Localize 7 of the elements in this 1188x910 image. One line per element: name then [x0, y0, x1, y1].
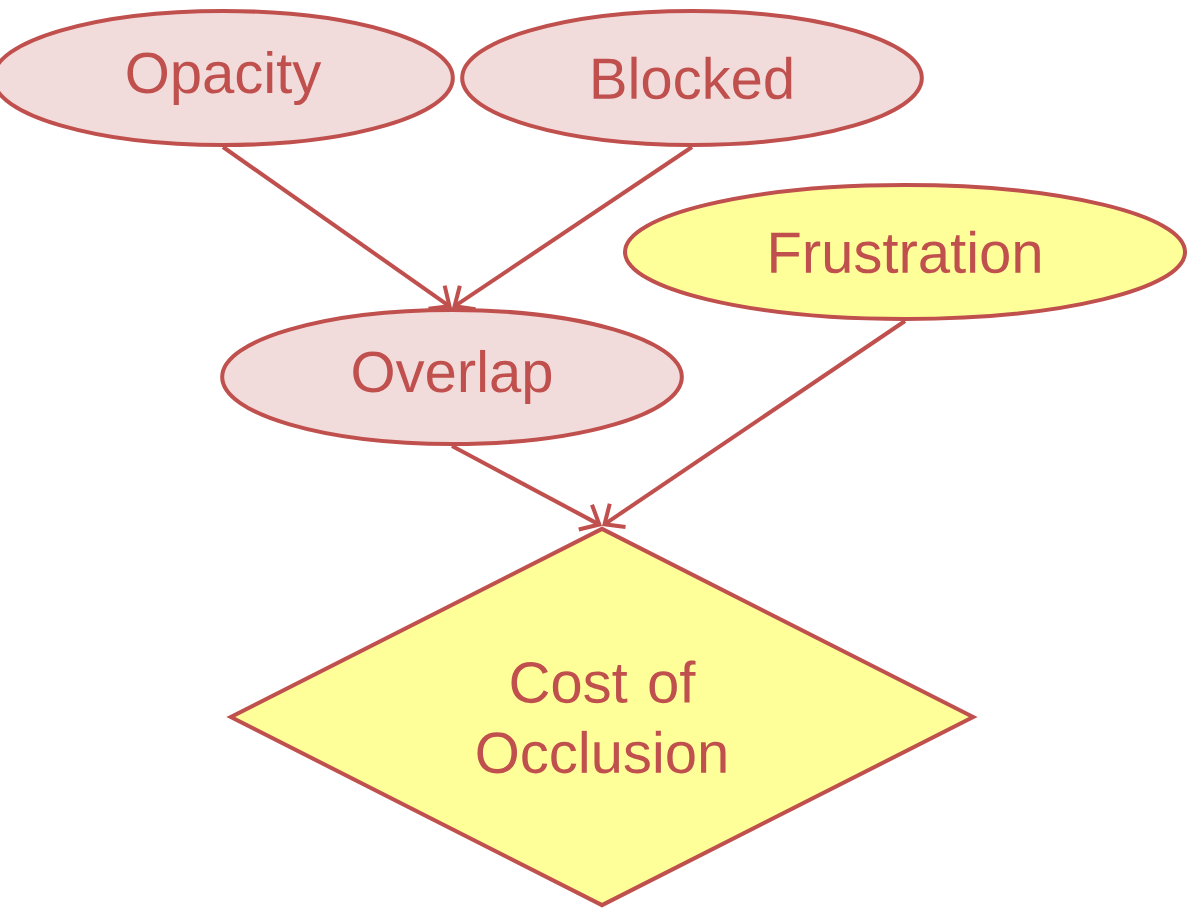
ellipse-node: Frustration — [623, 183, 1188, 321]
arrow — [221, 145, 452, 311]
arrow — [451, 444, 602, 532]
arrow — [452, 145, 694, 312]
ellipse-node: Blocked — [460, 9, 924, 147]
ellipse-node: Overlap — [220, 308, 684, 446]
arrow — [602, 319, 907, 530]
